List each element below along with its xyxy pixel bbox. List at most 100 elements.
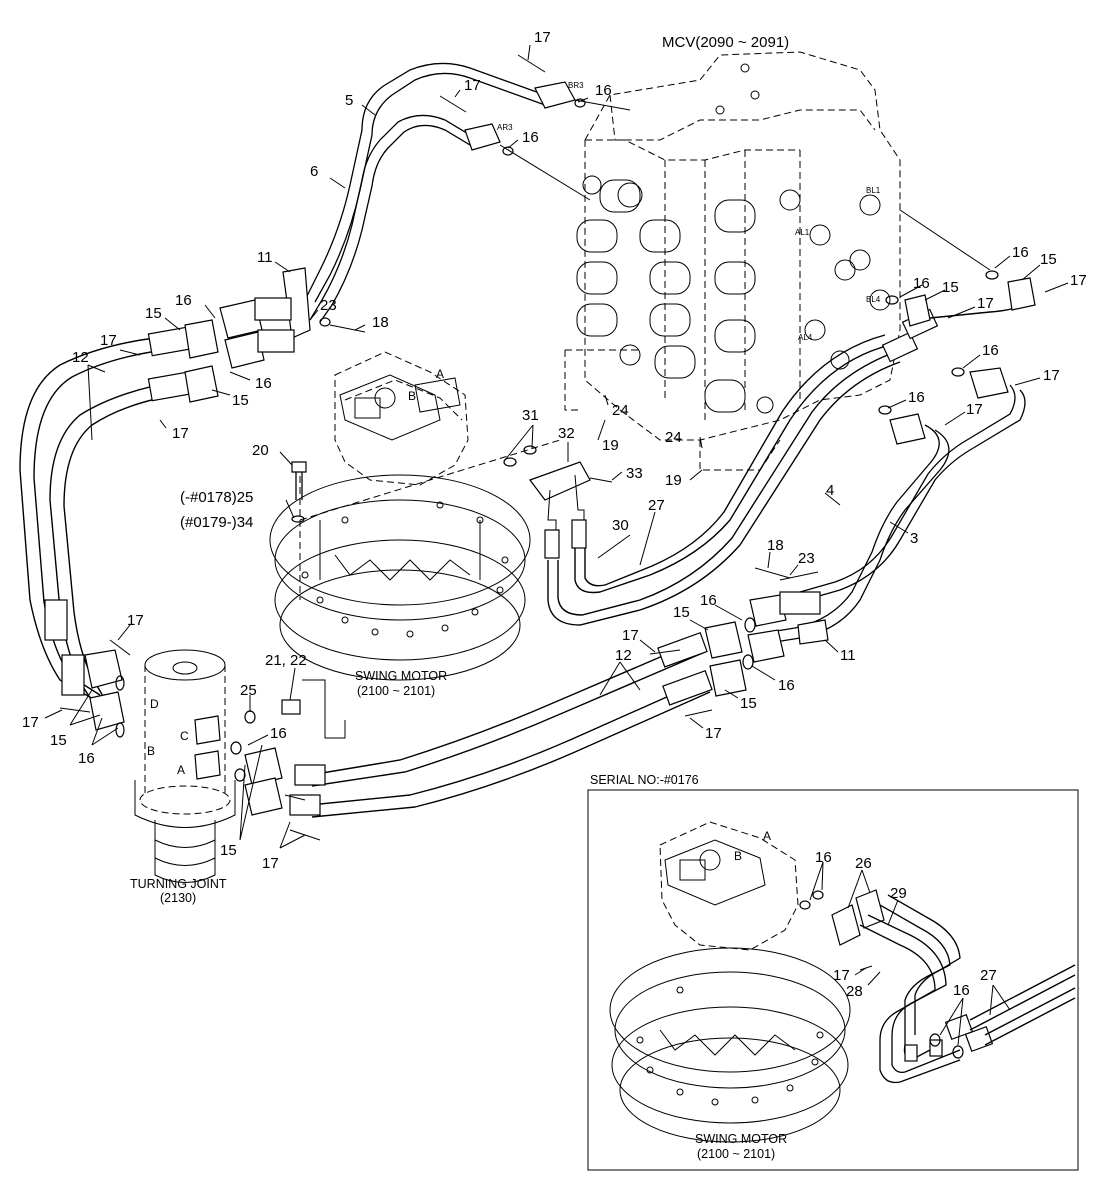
callout-20: 20 [252,442,269,459]
callout-17: 17 [464,77,481,94]
callout-16: 16 [953,982,970,999]
turning-joint-port-c: C [180,729,189,743]
callout-leaders [44,44,1069,1046]
callout-27: 27 [648,497,665,514]
port-mark-bl1: BL1 [866,186,881,195]
callout-15: 15 [145,305,162,322]
callout-11: 11 [257,249,273,266]
callout-6: 6 [310,163,318,180]
callout-31: 31 [522,407,539,424]
callout-24: 24 [612,402,629,419]
callout-17: 17 [1070,272,1087,289]
callout-16: 16 [255,375,272,392]
port-mark-al1: AL1 [795,228,810,237]
callout-15: 15 [220,842,237,859]
right-pipes-3-4 [742,367,1026,670]
port-mark-br3: BR3 [568,81,584,90]
callout-17: 17 [622,627,639,644]
callout-12: 12 [72,349,89,366]
swing-motor-port-a: A [436,367,444,381]
port-mark-ar3: AR3 [497,123,513,132]
callout-16: 16 [522,129,539,146]
variant-34-label: (#0179-)34 [180,514,253,531]
swing-motor: B A SWING MOTOR (2100 ~ 2101) (-#0178)25… [180,351,561,698]
callout-21-22: 21, 22 [265,652,307,669]
callout-24: 24 [665,429,682,446]
inset-swing-motor-label: SWING MOTOR [695,1132,787,1146]
callout-17: 17 [534,29,551,46]
callout-17: 17 [262,855,279,872]
callout-15: 15 [740,695,757,712]
turning-joint-label: TURNING JOINT [130,877,227,891]
callout-19: 19 [602,437,619,454]
callout-12: 12 [615,647,632,664]
swing-motor-code: (2100 ~ 2101) [357,684,435,698]
callout-16: 16 [982,342,999,359]
main-control-valve: MCV(2090 ~ 2091) BL1 AL1 BL4 AL4 [564,34,901,471]
swing-motor-port-b: B [408,389,416,403]
callout-17: 17 [705,725,722,742]
callout-29: 29 [890,885,907,902]
turning-joint-port-b: B [147,744,155,758]
callout-33: 33 [626,465,643,482]
callout-15: 15 [232,392,249,409]
callout-15: 15 [50,732,67,749]
callout-16: 16 [908,389,925,406]
callout-15: 15 [942,279,959,296]
mcv-label: MCV(2090 ~ 2091) [662,34,789,51]
callout-30: 30 [612,517,629,534]
callout-17: 17 [966,401,983,418]
callout-16: 16 [700,592,717,609]
callout-25: 25 [240,682,257,699]
callout-17: 17 [100,332,117,349]
callout-19: 19 [665,472,682,489]
turning-joint-code: (2130) [160,891,196,905]
callout-28: 28 [846,983,863,1000]
callout-17: 17 [22,714,39,731]
callout-16: 16 [778,677,795,694]
callout-5: 5 [345,92,353,109]
inset-port-b: B [734,849,742,863]
callout-4: 4 [826,482,834,499]
inset-title: SERIAL NO:-#0176 [590,773,699,787]
callout-15: 15 [673,604,690,621]
callout-numbers: 17 17 16 16 5 6 11 23 18 16 15 17 12 16 … [22,29,1087,1000]
callout-3: 3 [910,530,918,547]
callout-16: 16 [1012,244,1029,261]
callout-15: 15 [1040,251,1057,268]
callout-17: 17 [172,425,189,442]
upper-pipes-5-6: BR3 AR3 [219,54,631,369]
turning-joint: D C B A TURNING JOINT (2130) [130,649,346,905]
callout-32: 32 [558,425,575,442]
swing-motor-label: SWING MOTOR [355,669,447,683]
callout-18: 18 [372,314,389,331]
callout-11: 11 [840,647,856,664]
inset-serial-panel: SERIAL NO:-#0176 B A SWING MOTOR (2100 ~… [587,773,1079,1171]
variant-25-label: (-#0178)25 [180,489,253,506]
port-mark-bl4: BL4 [866,295,881,304]
left-hoses-12 [19,319,219,738]
port-mark-al4: AL4 [798,333,813,342]
callout-16: 16 [595,82,612,99]
callout-16: 16 [815,849,832,866]
callout-26: 26 [855,855,872,872]
lower-hoses-12 [244,621,747,841]
inset-swing-motor-code: (2100 ~ 2101) [697,1147,775,1161]
callout-16: 16 [78,750,95,767]
callout-17: 17 [833,967,850,984]
callout-17: 17 [1043,367,1060,384]
callout-16: 16 [270,725,287,742]
callout-16: 16 [175,292,192,309]
callout-23: 23 [798,550,815,567]
callout-23: 23 [320,297,337,314]
callout-17: 17 [977,295,994,312]
turning-joint-port-d: D [150,697,159,711]
inset-port-a: A [763,829,771,843]
callout-18: 18 [767,537,784,554]
motor-hoses-27-30 [503,209,1036,626]
callout-17: 17 [127,612,144,629]
turning-joint-port-a: A [177,763,185,777]
callout-16: 16 [913,275,930,292]
callout-27: 27 [980,967,997,984]
